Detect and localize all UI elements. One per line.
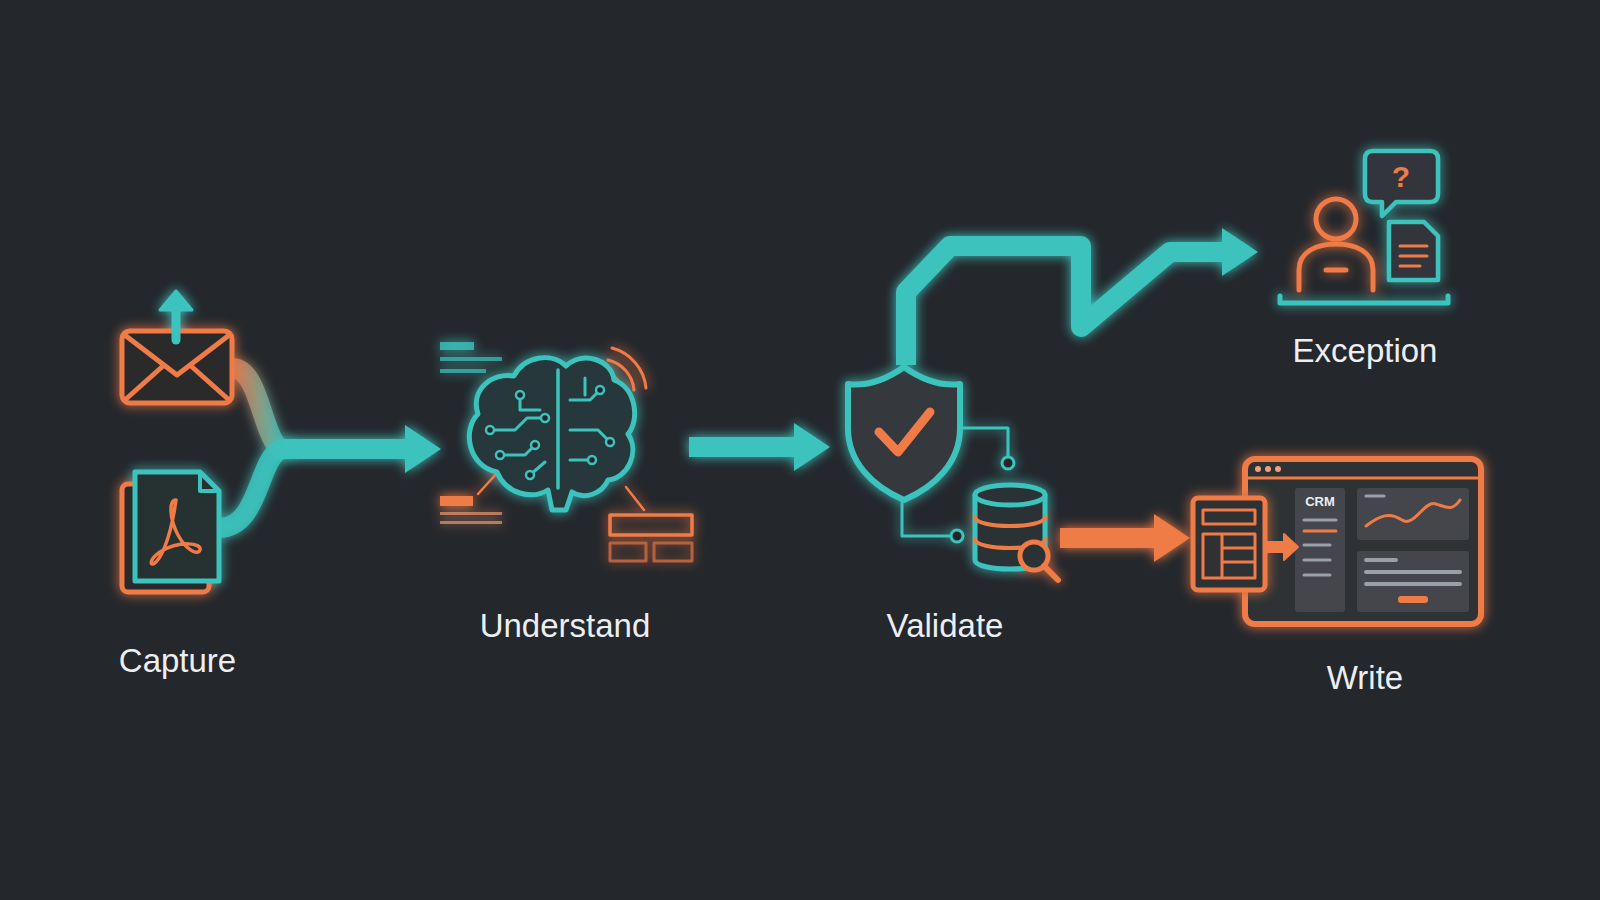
leader bbox=[626, 487, 644, 510]
question-mark: ? bbox=[1392, 160, 1410, 194]
flow-arrow bbox=[285, 439, 405, 459]
form-panel bbox=[1357, 551, 1469, 612]
stage-label: Capture bbox=[119, 641, 236, 681]
leader bbox=[478, 473, 497, 494]
circuit-dot bbox=[588, 456, 596, 464]
form-document bbox=[1193, 498, 1265, 590]
capture-icons bbox=[122, 291, 285, 592]
circuit bbox=[490, 378, 610, 475]
pdf-front bbox=[135, 472, 219, 581]
pdf-symbol bbox=[151, 500, 200, 564]
envelope-flap bbox=[126, 336, 228, 399]
stage-label: Validate bbox=[887, 606, 1004, 646]
merge-curve bbox=[232, 368, 285, 449]
validate-icons bbox=[848, 367, 1058, 580]
stage-label: Write bbox=[1327, 658, 1403, 698]
capture-stage: Capture bbox=[70, 285, 285, 681]
text-line bbox=[440, 512, 502, 515]
stage-label: Understand bbox=[480, 606, 651, 646]
person-body bbox=[1299, 244, 1373, 290]
database-top bbox=[975, 485, 1045, 505]
window-dot bbox=[1255, 466, 1281, 472]
flow-arrow bbox=[906, 246, 1222, 365]
understand-icons bbox=[440, 342, 692, 561]
write-stage: Write bbox=[1190, 455, 1540, 698]
pdf-fold bbox=[200, 472, 219, 491]
form-document-lines bbox=[1203, 510, 1255, 578]
save-button bbox=[1398, 596, 1428, 603]
circuit-dot bbox=[486, 386, 614, 479]
sidebar-lines bbox=[1304, 520, 1336, 575]
circuit-dot bbox=[951, 530, 963, 542]
merge-curve bbox=[219, 449, 285, 528]
flow-arrow bbox=[1060, 528, 1154, 548]
shield bbox=[848, 367, 960, 500]
circuit-dot bbox=[496, 451, 504, 459]
exception-stage: Exception bbox=[1258, 140, 1472, 371]
sidebar bbox=[1295, 488, 1345, 612]
chart-panel bbox=[1357, 488, 1469, 540]
crm-heading: CRM bbox=[1305, 494, 1335, 509]
stage-label: Exception bbox=[1293, 331, 1438, 371]
circuit-dot bbox=[486, 426, 494, 434]
speech-bubble bbox=[1365, 151, 1438, 216]
text-line bbox=[440, 357, 502, 361]
chart-legend bbox=[1366, 495, 1384, 498]
person-head bbox=[1316, 199, 1356, 239]
crm-window bbox=[1245, 459, 1481, 624]
chart-line bbox=[1366, 500, 1460, 526]
exception-icons bbox=[1280, 151, 1448, 303]
connectors bbox=[285, 246, 1222, 538]
check-mark bbox=[879, 412, 930, 452]
magnifier-handle bbox=[1044, 566, 1058, 580]
circuit-dot bbox=[516, 391, 524, 399]
brain-outline bbox=[469, 358, 634, 510]
text-line bbox=[440, 342, 474, 350]
window-dot bbox=[1255, 466, 1261, 472]
window-dot bbox=[1265, 466, 1271, 472]
circuit-dot bbox=[606, 438, 614, 446]
understand-stage: Understand bbox=[441, 330, 689, 646]
desk bbox=[1280, 296, 1448, 303]
circuit-dot bbox=[1002, 457, 1014, 469]
document-lines bbox=[1400, 246, 1427, 266]
field-box bbox=[610, 543, 646, 561]
field-tag bbox=[440, 496, 473, 506]
text-line bbox=[440, 369, 486, 373]
text-line bbox=[440, 521, 502, 524]
form-lines bbox=[1366, 560, 1460, 584]
sidebar-line bbox=[1304, 530, 1336, 533]
field-box bbox=[654, 543, 692, 561]
circuit-dot bbox=[596, 386, 604, 394]
window-bar bbox=[1245, 477, 1481, 480]
brain-split bbox=[556, 370, 560, 488]
flow-arrow bbox=[689, 437, 794, 457]
circuit-dot bbox=[541, 414, 549, 422]
window-dot bbox=[1275, 466, 1281, 472]
field-box bbox=[610, 515, 692, 535]
validate-stage: Validate bbox=[830, 365, 1060, 646]
circuit-dot bbox=[531, 441, 539, 449]
small-arrow bbox=[1266, 534, 1298, 560]
upload-arrowhead bbox=[160, 291, 192, 310]
write-icons bbox=[1193, 459, 1481, 624]
document bbox=[1389, 222, 1438, 280]
circuit-dot bbox=[526, 471, 534, 479]
